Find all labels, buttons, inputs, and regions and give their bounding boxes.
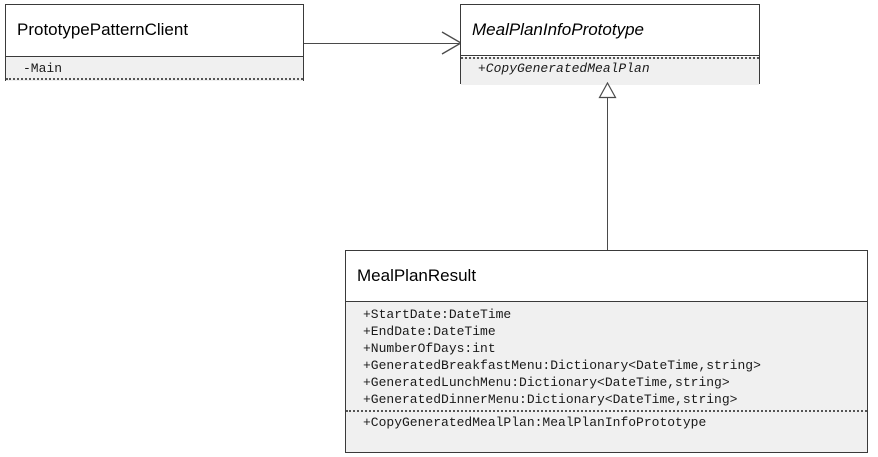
class-member: +CopyGeneratedMealPlan [478, 61, 650, 76]
class-attribute: +GeneratedBreakfastMenu:Dictionary<DateT… [363, 358, 761, 373]
class-box-prototype-pattern-client[interactable]: PrototypePatternClient -Main [5, 4, 304, 81]
attribute-operation-separator-dotted [346, 410, 867, 412]
association-line-client-prototype[interactable] [303, 43, 459, 44]
class-title-prototype-pattern-client: PrototypePatternClient [6, 5, 303, 57]
class-attribute: +EndDate:DateTime [363, 324, 496, 339]
class-attribute: +NumberOfDays:int [363, 341, 496, 356]
generalization-line-result-prototype[interactable] [607, 97, 608, 250]
class-title-meal-plan-result: MealPlanResult [346, 251, 867, 302]
class-attributes-meal-plan-result: +StartDate:DateTime +EndDate:DateTime +N… [346, 302, 867, 452]
class-attribute: +StartDate:DateTime [363, 307, 512, 322]
class-attribute: +GeneratedLunchMenu:Dictionary<DateTime,… [363, 375, 730, 390]
member-separator-dotted [6, 78, 303, 80]
class-title-meal-plan-info-prototype: MealPlanInfoPrototype [461, 5, 759, 56]
hollow-triangle-icon [597, 82, 618, 99]
class-box-meal-plan-result[interactable]: MealPlanResult +StartDate:DateTime +EndD… [345, 250, 868, 453]
class-members-prototype-pattern-client: -Main [6, 57, 303, 81]
class-box-meal-plan-info-prototype[interactable]: MealPlanInfoPrototype +CopyGeneratedMeal… [460, 4, 760, 85]
member-separator-dotted [461, 57, 759, 59]
class-operation: +CopyGeneratedMealPlan:MealPlanInfoProto… [363, 415, 707, 430]
class-members-meal-plan-info-prototype: +CopyGeneratedMealPlan [461, 57, 759, 85]
class-attribute: +GeneratedDinnerMenu:Dictionary<DateTime… [363, 392, 738, 407]
class-member: -Main [23, 61, 63, 76]
